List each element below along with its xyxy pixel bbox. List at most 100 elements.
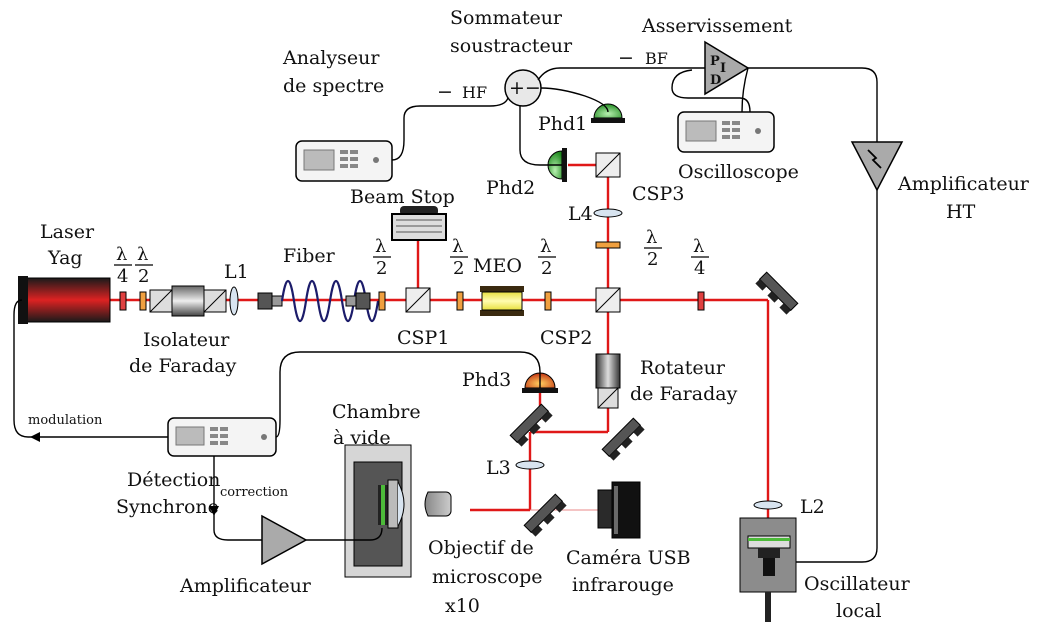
mirror-lower-right	[601, 417, 645, 461]
summing-subtractor: +−	[504, 69, 542, 107]
hf-minus: −	[437, 81, 453, 103]
half-waveplate-2	[378, 291, 386, 311]
oscilloscope-label: Oscilloscope	[678, 161, 799, 183]
local-oscillator	[739, 517, 797, 622]
frac-2-label-3: 2	[453, 258, 464, 279]
sync-label-2: Synchrone	[116, 496, 219, 518]
ht-amplifier	[850, 141, 904, 192]
lambda-label-h2: λ	[375, 236, 386, 257]
phd2-label: Phd2	[486, 177, 535, 199]
frac-4-label-2: 4	[694, 258, 705, 279]
chamber-label-1: Chambre	[332, 401, 421, 423]
quarter-waveplate-1	[119, 291, 127, 311]
half-waveplate-5	[595, 241, 621, 249]
laser-label-1: Laser	[40, 221, 95, 243]
bf-label: BF	[645, 49, 668, 68]
beam-stop	[391, 206, 447, 241]
phd3-label: Phd3	[462, 369, 511, 391]
laser-label-2: Yag	[47, 247, 83, 269]
amplifier	[261, 514, 308, 566]
correction-label: correction	[220, 485, 289, 500]
half-waveplate-4	[544, 291, 552, 311]
pid-i: I	[720, 61, 726, 76]
pid-p: P	[710, 54, 720, 69]
vacuum-chamber	[344, 444, 412, 578]
analyzer-label-2: de spectre	[283, 75, 384, 97]
modulation-label: modulation	[28, 413, 103, 428]
lambda-label-h1: λ	[137, 244, 148, 265]
camera-usb	[597, 481, 641, 539]
lens-l1	[229, 286, 239, 316]
summer-label-1: Sommateur	[450, 7, 563, 29]
beam-stop-label: Beam Stop	[350, 186, 455, 208]
csp2-label: CSP2	[540, 327, 592, 349]
faraday-rotator	[595, 353, 621, 409]
l4-label: L4	[568, 203, 593, 225]
pid-d: D	[710, 73, 721, 88]
frac-2-label-5: 2	[647, 249, 658, 270]
amp-ht-label-2: HT	[946, 201, 976, 223]
lambda-label-h4: λ	[540, 236, 551, 257]
meo-label: MEO	[473, 255, 522, 277]
frac-4-label-1: 4	[117, 266, 128, 287]
electrical-wires	[13, 67, 878, 563]
isolator-label-1: Isolateur	[143, 329, 230, 351]
synchronous-detection	[167, 417, 277, 457]
phd1-label: Phd1	[538, 113, 587, 135]
lens-l3	[515, 460, 545, 470]
beam-splitter-csp3	[595, 152, 621, 178]
hf-label: HF	[462, 83, 487, 102]
objective-label-2: microscope	[432, 566, 543, 588]
servo-label: Asservissement	[641, 15, 793, 37]
amp-ht-label-1: Amplificateur	[897, 173, 1030, 195]
half-waveplate-1	[139, 291, 147, 311]
sync-label-1: Détection	[127, 469, 220, 491]
electro-optic-modulator	[480, 286, 524, 316]
rotator-label-2: de Faraday	[630, 383, 738, 405]
beam-splitter-csp2	[595, 287, 621, 313]
l1-label: L1	[224, 261, 249, 283]
objective-label-3: x10	[445, 595, 480, 617]
frac-2-label-4: 2	[541, 258, 552, 279]
lambda-label-q1: λ	[116, 244, 127, 265]
lens-l4	[593, 208, 623, 218]
lens-l2	[753, 500, 783, 510]
photodiode-phd1	[591, 103, 625, 123]
camera-label-1: Caméra USB	[566, 547, 691, 569]
mirror-right	[755, 271, 799, 315]
csp1-label: CSP1	[397, 327, 449, 349]
summer-label-2: soustracteur	[450, 35, 573, 57]
local-osc-label-1: Oscillateur	[804, 573, 911, 595]
mirror-lower-left	[509, 403, 553, 447]
microscope-objective	[424, 491, 452, 517]
local-osc-label-2: local	[836, 600, 882, 622]
camera-label-2: infrarouge	[572, 574, 674, 596]
rotator-label-1: Rotateur	[640, 357, 726, 379]
pid-servo: P I D	[704, 40, 750, 96]
bf-minus: −	[618, 47, 634, 69]
lambda-label-q2: λ	[693, 236, 704, 257]
analyzer-label-1: Analyseur	[282, 47, 380, 69]
lambda-label-h3: λ	[452, 236, 463, 257]
laser-yag	[18, 276, 111, 324]
csp3-label: CSP3	[632, 183, 684, 205]
quarter-waveplate-2	[697, 291, 705, 311]
summer-symbol: +−	[509, 77, 541, 99]
frac-2-label-1: 2	[138, 266, 149, 287]
half-waveplate-3	[456, 291, 464, 311]
mirror-bottom	[523, 493, 567, 537]
optical-fiber	[257, 279, 380, 323]
chamber-label-2: à vide	[333, 427, 391, 449]
lambda-label-h5: λ	[646, 227, 657, 248]
isolator-label-2: de Faraday	[129, 355, 237, 377]
fiber-label: Fiber	[283, 245, 336, 267]
faraday-isolator	[149, 285, 227, 317]
oscilloscope	[677, 111, 775, 153]
l2-label: L2	[800, 496, 825, 518]
spectrum-analyzer	[295, 140, 393, 182]
frac-2-label-2: 2	[376, 258, 387, 279]
l3-label: L3	[486, 457, 511, 479]
beam-splitter-csp1	[405, 287, 431, 313]
